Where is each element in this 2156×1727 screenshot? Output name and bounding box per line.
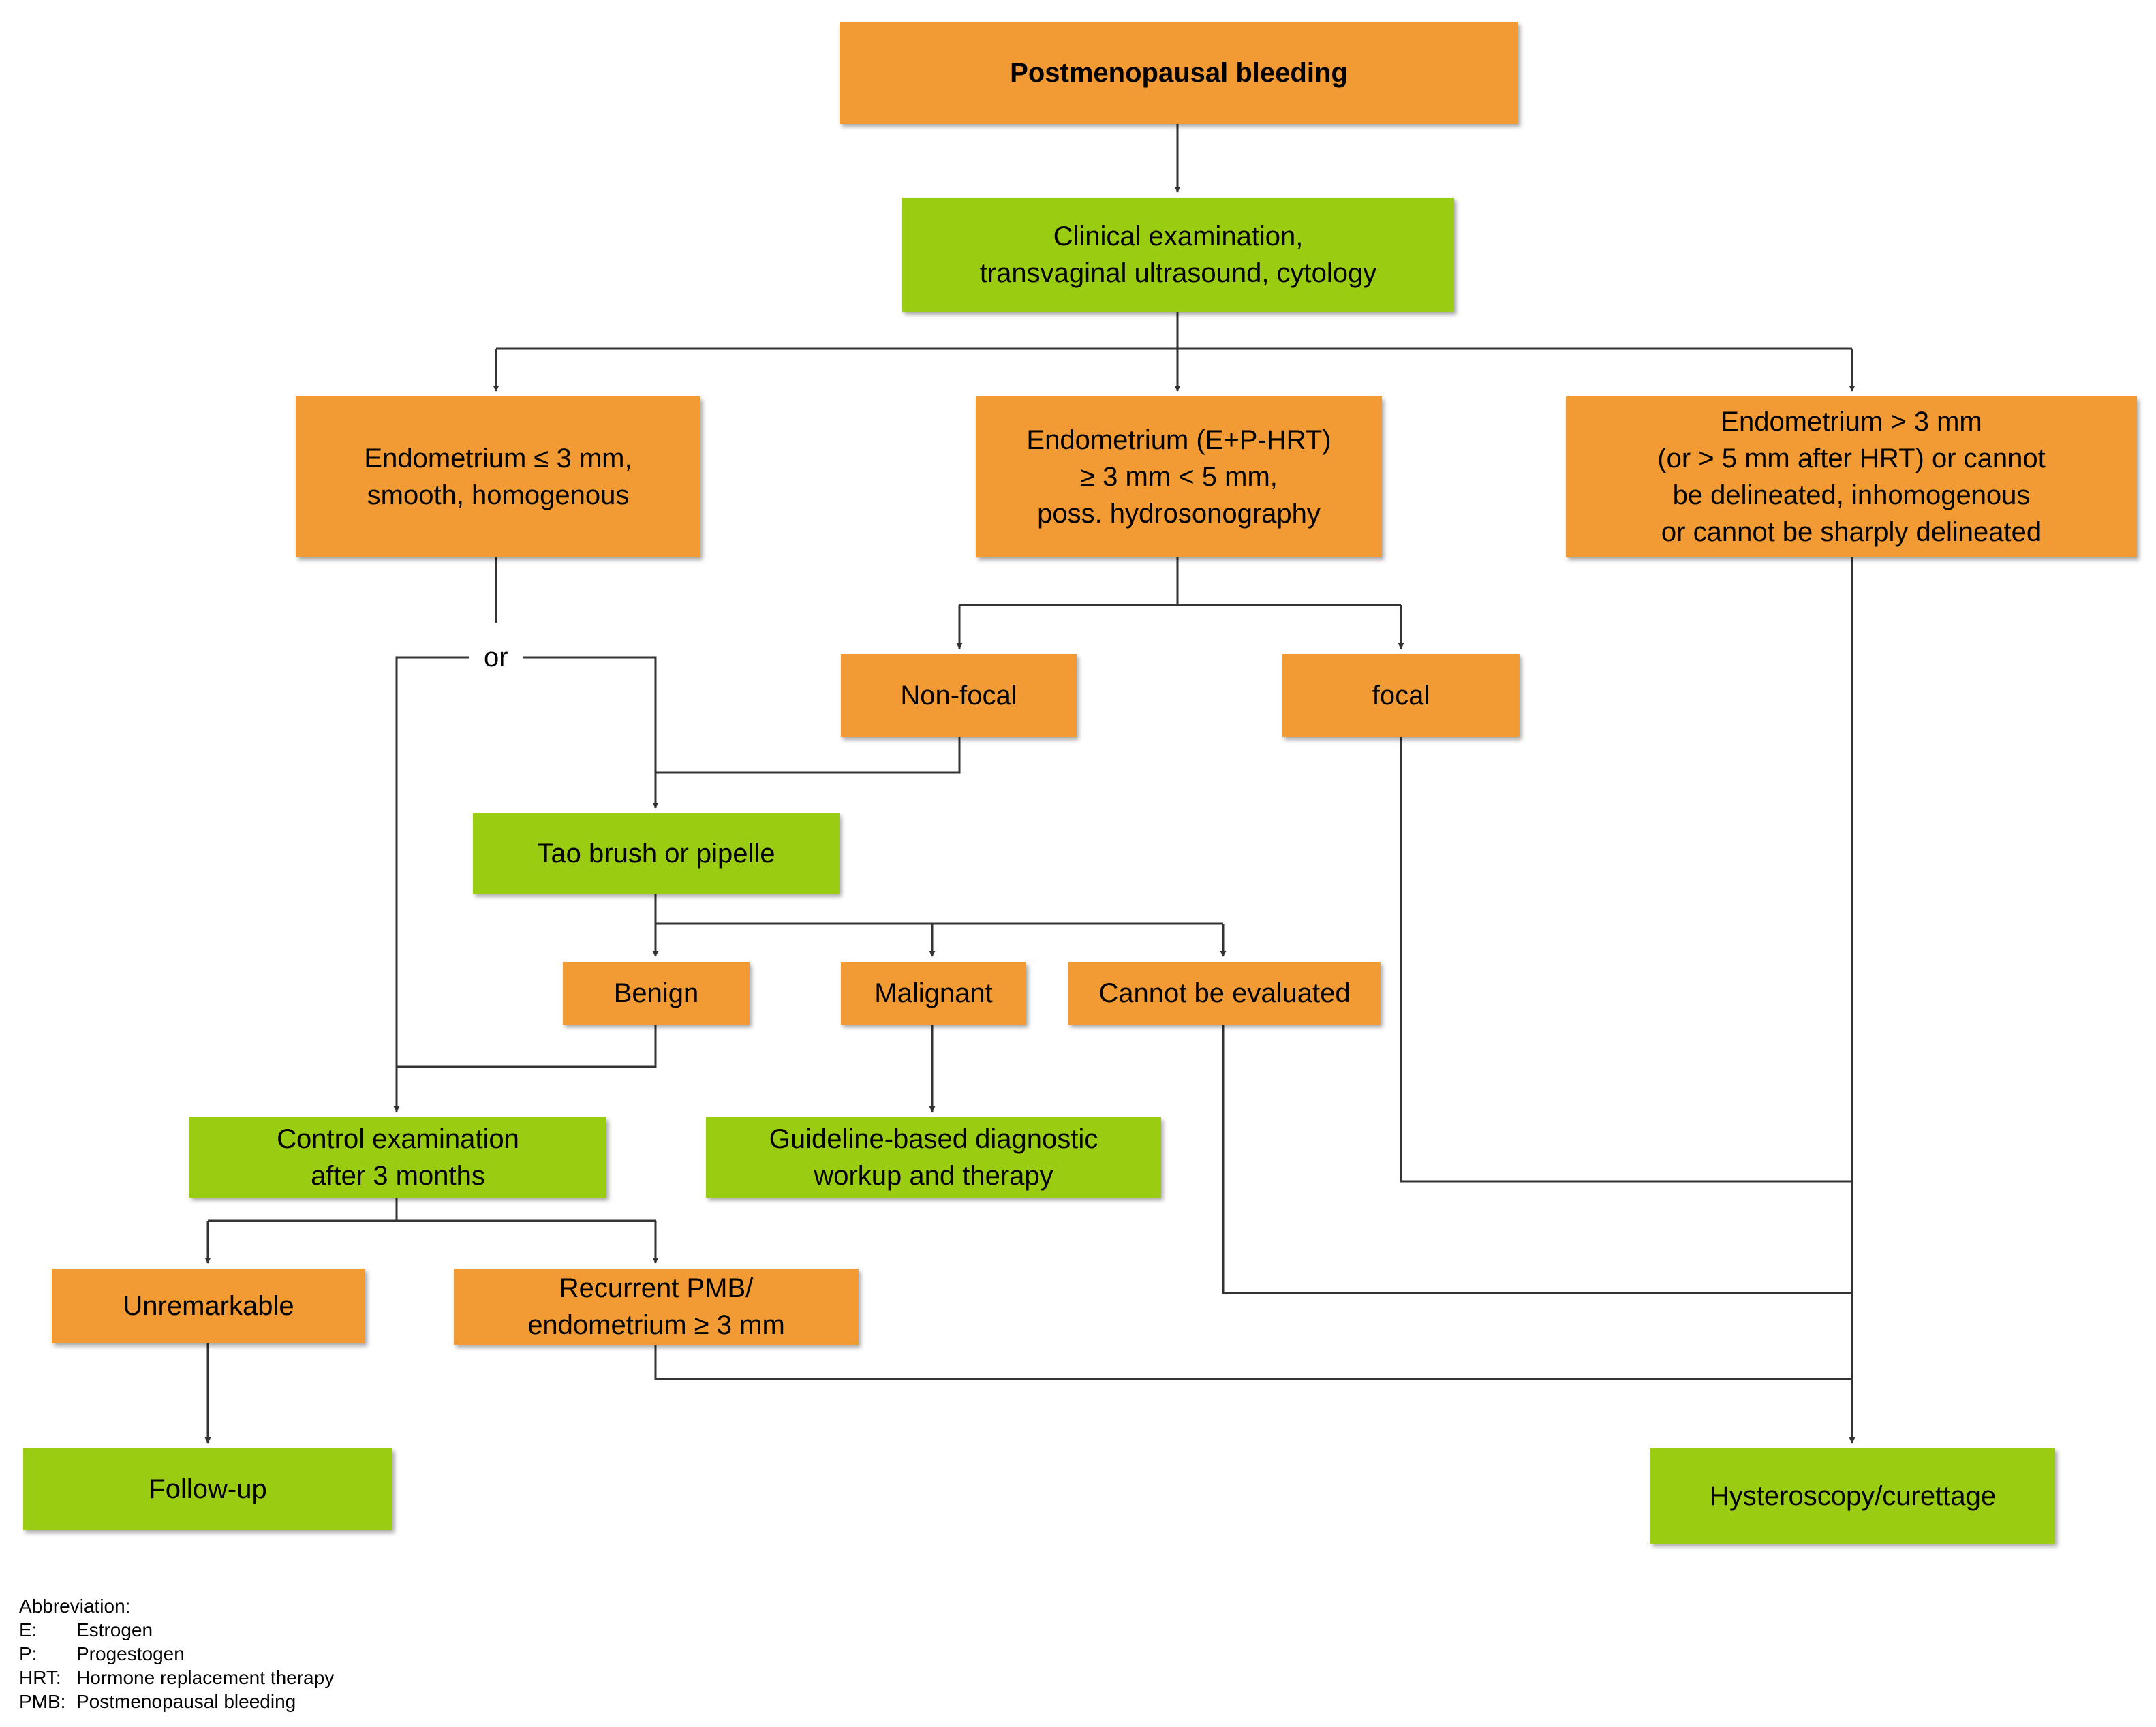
node-label-line: Guideline-based diagnostic <box>769 1124 1098 1154</box>
node-label: Non-focal <box>900 681 1017 711</box>
node-label: Benign <box>613 978 699 1008</box>
edge-benign-control <box>397 1025 657 1068</box>
node-label-line: be delineated, inhomogenous <box>1672 480 2031 510</box>
node-label-line: after 3 months <box>311 1161 485 1191</box>
or-label: or <box>477 639 515 676</box>
node-label-line: (or > 5 mm after HRT) or cannot <box>1657 444 2046 473</box>
node-label: Tao brush or pipelle <box>537 839 775 869</box>
node-label-line: Endometrium (E+P-HRT) <box>1026 425 1331 455</box>
node-focal: focal <box>1282 654 1520 737</box>
abbreviation-key: PMB: <box>19 1691 66 1712</box>
abbreviation-row: E: Estrogen <box>19 1618 334 1642</box>
edge-or-right <box>523 656 659 809</box>
node-recurrent-pmb: Recurrent PMB/ endometrium ≥ 3 mm <box>454 1269 859 1345</box>
abbreviation-value: Hormone replacement therapy <box>76 1667 335 1688</box>
abbreviation-value: Postmenopausal bleeding <box>76 1691 296 1712</box>
edge-nonfocal-tao <box>656 737 961 774</box>
node-malignant: Malignant <box>841 962 1026 1025</box>
node-tao-brush: Tao brush or pipelle <box>473 813 840 894</box>
node-label-line: ≥ 3 mm < 5 mm, <box>1080 462 1278 492</box>
node-postmenopausal-bleeding: Postmenopausal bleeding <box>840 22 1518 124</box>
edge-cannot-hyst <box>1222 1025 1852 1294</box>
node-unremarkable: Unremarkable <box>52 1269 365 1343</box>
node-label-line: poss. hydrosonography <box>1037 499 1321 529</box>
node-label-line: workup and therapy <box>814 1161 1053 1191</box>
abbreviation-legend: Abbreviation: E: Estrogen P: Progestogen H… <box>19 1594 334 1713</box>
node-label-line: Endometrium ≤ 3 mm, <box>364 444 632 473</box>
edge-recurrent-hyst <box>654 1345 1852 1380</box>
node-label: Cannot be evaluated <box>1098 978 1351 1008</box>
node-clinical-examination: Clinical examination, transvaginal ultra… <box>902 198 1454 312</box>
node-label: Unremarkable <box>123 1291 294 1321</box>
node-label-line: or cannot be sharply delineated <box>1661 517 2042 547</box>
node-hysteroscopy-curettage: Hysteroscopy/curettage <box>1650 1448 2055 1544</box>
node-label-line: Control examination <box>277 1124 519 1154</box>
node-label-line: endometrium ≥ 3 mm <box>527 1310 785 1340</box>
edge-focal-hyst <box>1400 737 1852 1183</box>
node-label-line: smooth, homogenous <box>367 480 630 510</box>
node-label-line: Recurrent PMB/ <box>559 1273 754 1303</box>
node-non-focal: Non-focal <box>841 654 1077 737</box>
abbreviation-row: PMB: Postmenopausal bleeding <box>19 1690 334 1713</box>
node-label: Hysteroscopy/curettage <box>1709 1481 1997 1511</box>
node-label: Postmenopausal bleeding <box>1010 58 1348 88</box>
abbreviation-key: E: <box>19 1619 37 1640</box>
node-label-line: Endometrium > 3 mm <box>1721 407 1982 437</box>
node-label: Malignant <box>874 978 993 1008</box>
abbreviation-value: Progestogen <box>76 1643 185 1664</box>
node-label-line: Clinical examination, <box>1053 221 1304 251</box>
edge-or-left <box>393 656 469 1113</box>
node-label-line: transvaginal ultrasound, cytology <box>979 258 1377 288</box>
abbreviation-title: Abbreviation: <box>19 1596 131 1617</box>
node-cannot-be-evaluated: Cannot be evaluated <box>1068 962 1381 1025</box>
node-endometrium-mid: Endometrium (E+P-HRT) ≥ 3 mm < 5 mm, pos… <box>976 396 1382 557</box>
abbreviation-row: P: Progestogen <box>19 1642 334 1666</box>
node-control-examination: Control examination after 3 months <box>189 1117 606 1198</box>
node-endometrium-low: Endometrium ≤ 3 mm, smooth, homogenous <box>296 396 700 557</box>
abbreviation-key: P: <box>19 1643 37 1664</box>
abbreviation-key: HRT: <box>19 1667 61 1688</box>
node-label: Follow-up <box>149 1474 267 1504</box>
node-label: focal <box>1372 681 1430 711</box>
node-guideline-workup: Guideline-based diagnostic workup and th… <box>706 1117 1161 1198</box>
abbreviation-value: Estrogen <box>76 1619 153 1640</box>
node-endometrium-high: Endometrium > 3 mm (or > 5 mm after HRT)… <box>1566 396 2137 557</box>
node-follow-up: Follow-up <box>23 1448 392 1530</box>
abbreviation-row: HRT: Hormone replacement therapy <box>19 1666 334 1690</box>
node-benign: Benign <box>563 962 750 1025</box>
